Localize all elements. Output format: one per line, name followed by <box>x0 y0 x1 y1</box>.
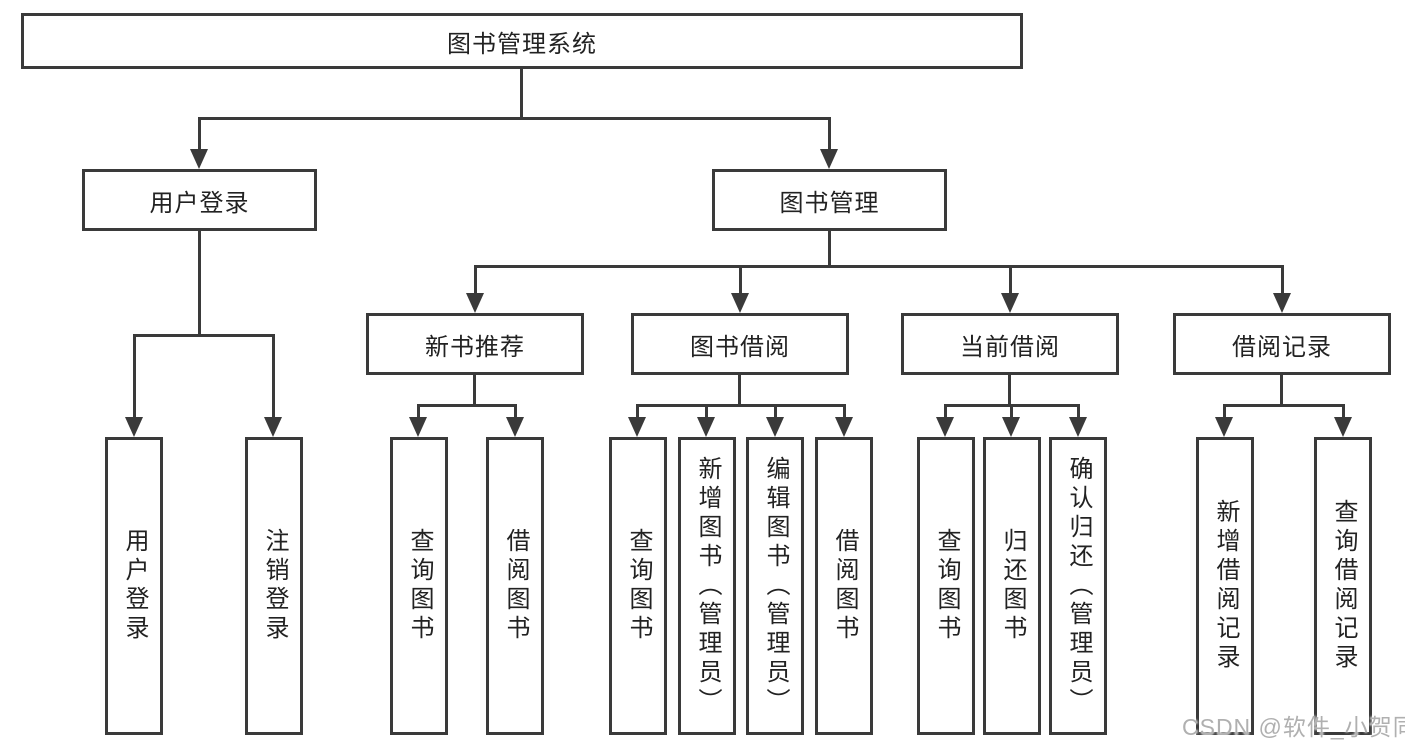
connector-book-mgmt-branch <box>474 265 1284 268</box>
arrow-down-icon <box>1069 417 1087 437</box>
connector-stem-leaf <box>636 404 639 420</box>
leaf-cb-query-books-label: 查询图书 <box>933 528 960 644</box>
connector-book-mgmt-down <box>828 231 831 267</box>
leaf-logout-label: 注销登录 <box>261 528 288 644</box>
arrow-down-icon <box>125 417 143 437</box>
node-book-borrow: 图书借阅 <box>631 313 849 375</box>
connector-stem-user-login <box>198 117 201 151</box>
leaf-cb-return-books-label: 归还图书 <box>999 528 1026 644</box>
leaf-br-query-record: 查询借阅记录 <box>1314 437 1372 735</box>
leaf-bb-query-books-label: 查询图书 <box>625 528 652 644</box>
arrow-down-icon <box>409 417 427 437</box>
connector-stem-leaf <box>417 404 420 420</box>
connector-stem-current-borrow <box>1009 265 1012 296</box>
connector-stem-leaf <box>1223 404 1226 420</box>
leaf-bb-borrow-books: 借阅图书 <box>815 437 873 735</box>
arrow-down-icon <box>1001 293 1019 313</box>
node-new-book-recommend: 新书推荐 <box>366 313 584 375</box>
connector-stem-new-book <box>474 265 477 296</box>
connector-stem-leaf <box>774 404 777 420</box>
leaf-nb-query-books: 查询图书 <box>390 437 448 735</box>
node-book-management-label: 图书管理 <box>779 189 880 217</box>
arrow-down-icon <box>506 417 524 437</box>
connector-stem-leaf <box>514 404 517 420</box>
connector-book-borrow-down <box>738 375 741 406</box>
connector-stem-leaf <box>1010 404 1013 420</box>
leaf-user-login: 用户登录 <box>105 437 163 735</box>
node-library-system-label: 图书管理系统 <box>447 30 597 58</box>
arrow-down-icon <box>1002 417 1020 437</box>
leaf-bb-add-books-admin: 新增图书（管理员） <box>678 437 736 735</box>
connector-borrow-records-rail <box>1223 404 1345 407</box>
arrow-down-icon <box>190 149 208 169</box>
connector-book-borrow-rail <box>636 404 846 407</box>
leaf-bb-query-books: 查询图书 <box>609 437 667 735</box>
connector-user-login-branch <box>133 334 275 337</box>
connector-new-book-down <box>473 375 476 406</box>
leaf-br-add-record: 新增借阅记录 <box>1196 437 1254 735</box>
arrow-down-icon <box>628 417 646 437</box>
csdn-watermark: CSDN @软件_小贺同学 <box>1182 714 1405 740</box>
connector-current-borrow-down <box>1008 375 1011 406</box>
connector-stem-leaf <box>944 404 947 420</box>
connector-user-login-down <box>198 231 201 336</box>
connector-stem-leaf <box>1077 404 1080 420</box>
node-user-login-branch-label: 用户登录 <box>149 189 250 217</box>
arrow-down-icon <box>731 293 749 313</box>
connector-stem-book-borrow <box>739 265 742 296</box>
leaf-nb-query-books-label: 查询图书 <box>406 528 433 644</box>
connector-stem-borrow-records <box>1281 265 1284 296</box>
leaf-user-login-label: 用户登录 <box>121 528 148 644</box>
connector-stem-book-mgmt <box>828 117 831 151</box>
connector-borrow-records-down <box>1280 375 1283 406</box>
node-user-login-branch: 用户登录 <box>82 169 317 231</box>
leaf-br-add-record-label: 新增借阅记录 <box>1212 499 1239 673</box>
node-current-borrow-label: 当前借阅 <box>960 333 1060 361</box>
node-new-book-recommend-label: 新书推荐 <box>425 333 525 361</box>
leaf-cb-query-books: 查询图书 <box>917 437 975 735</box>
leaf-bb-add-books-admin-label: 新增图书（管理员） <box>694 455 721 717</box>
leaf-nb-borrow-books-label: 借阅图书 <box>502 528 529 644</box>
connector-stem-leaf <box>705 404 708 420</box>
node-book-borrow-label: 图书借阅 <box>690 333 790 361</box>
node-current-borrow: 当前借阅 <box>901 313 1119 375</box>
arrow-down-icon <box>820 149 838 169</box>
node-borrow-records-label: 借阅记录 <box>1232 333 1332 361</box>
leaf-logout: 注销登录 <box>245 437 303 735</box>
connector-root-down <box>520 69 523 118</box>
arrow-down-icon <box>1334 417 1352 437</box>
connector-stem-leaf <box>843 404 846 420</box>
arrow-down-icon <box>697 417 715 437</box>
leaf-bb-edit-books-admin: 编辑图书（管理员） <box>746 437 804 735</box>
leaf-bb-borrow-books-label: 借阅图书 <box>831 528 858 644</box>
connector-stem-leaf <box>1342 404 1345 420</box>
node-borrow-records: 借阅记录 <box>1173 313 1391 375</box>
leaf-br-query-record-label: 查询借阅记录 <box>1330 499 1357 673</box>
leaf-cb-confirm-return-admin: 确认归还（管理员） <box>1049 437 1107 735</box>
arrow-down-icon <box>936 417 954 437</box>
node-book-management: 图书管理 <box>712 169 947 231</box>
arrow-down-icon <box>264 417 282 437</box>
arrow-down-icon <box>766 417 784 437</box>
connector-stem-logout-leaf <box>272 334 275 419</box>
arrow-down-icon <box>835 417 853 437</box>
connector-new-book-rail <box>417 404 517 407</box>
arrow-down-icon <box>1273 293 1291 313</box>
leaf-nb-borrow-books: 借阅图书 <box>486 437 544 735</box>
connector-root-branch <box>198 117 831 120</box>
arrow-down-icon <box>466 293 484 313</box>
leaf-bb-edit-books-admin-label: 编辑图书（管理员） <box>762 455 789 717</box>
arrow-down-icon <box>1215 417 1233 437</box>
connector-stem-login-leaf <box>133 334 136 419</box>
node-library-system: 图书管理系统 <box>21 13 1023 69</box>
leaf-cb-return-books: 归还图书 <box>983 437 1041 735</box>
leaf-cb-confirm-return-admin-label: 确认归还（管理员） <box>1065 455 1092 717</box>
